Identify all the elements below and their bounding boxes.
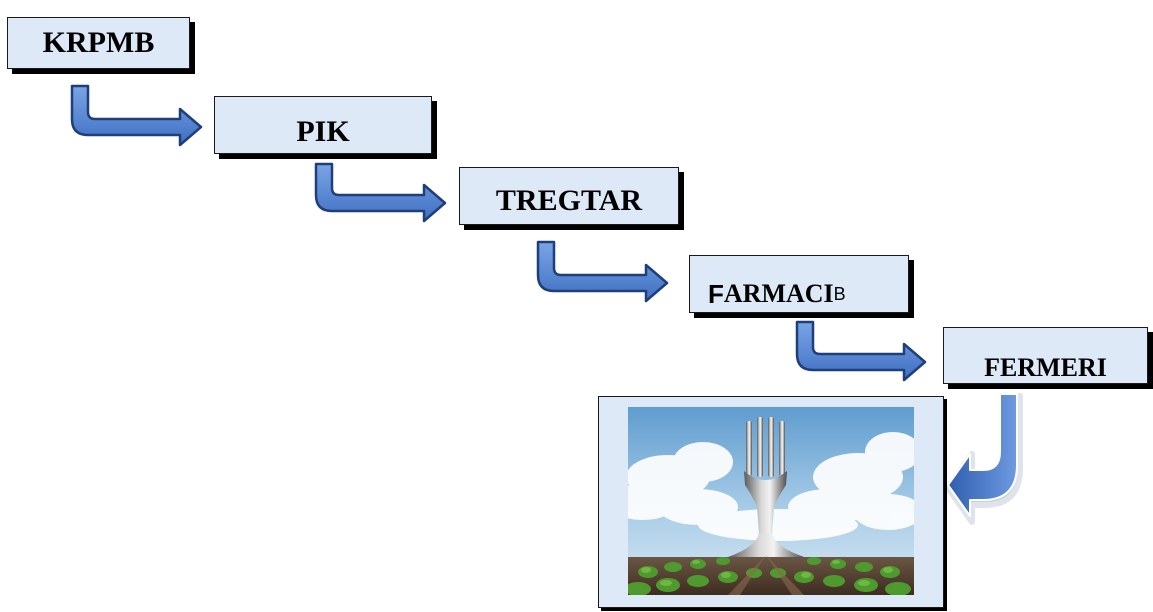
fork-icon <box>728 417 804 557</box>
node-fermeri-label: FERMERI <box>984 352 1107 382</box>
node-krpmb-label: KRPMB <box>42 26 155 59</box>
node-tregtar: TREGTAR <box>459 167 679 225</box>
arrow-pik-to-tregtar <box>314 162 447 223</box>
node-pik-label: PIK <box>296 115 350 148</box>
arrow-krpmb-to-pik <box>70 84 203 147</box>
node-pik: PIK <box>214 96 432 154</box>
node-farmacib-label: ARMACI <box>723 279 834 308</box>
node-krpmb: KRPMB <box>7 17 190 69</box>
node-farmacib-suffix: B <box>833 283 846 304</box>
image-frame <box>598 396 944 608</box>
arrow-farmacib-to-fermeri <box>795 320 927 382</box>
arrow-tregtar-to-farmacib <box>536 240 669 303</box>
arrow-fermeri-to-image <box>945 393 1023 525</box>
fork-farm-image <box>628 407 914 595</box>
node-farmacib-prefix: F <box>708 278 724 309</box>
node-tregtar-label: TREGTAR <box>495 184 643 217</box>
node-fermeri: FERMERI <box>943 327 1148 384</box>
